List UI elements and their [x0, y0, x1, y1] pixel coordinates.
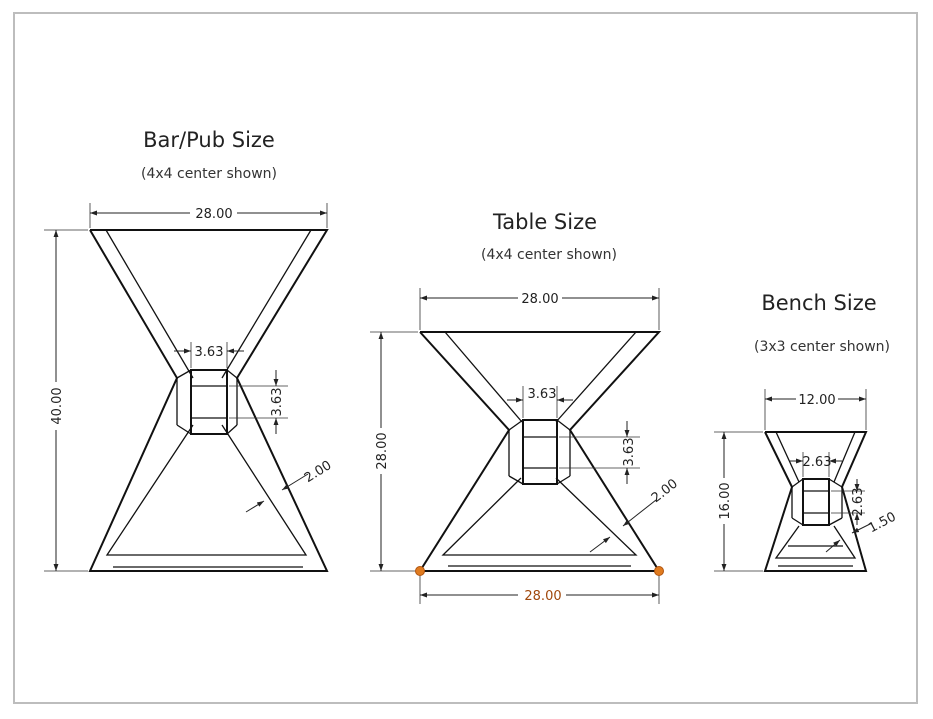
- drawing-sheet: [13, 12, 918, 704]
- bench-center-width-label: 2.63: [803, 455, 832, 470]
- selection-point-left[interactable]: [415, 566, 425, 576]
- bench-frame: [763, 431, 868, 572]
- table-tube-label: 2.00: [649, 476, 681, 506]
- table-dimensions: 28.00 28.00 3.63 3.63 2.00 28.00: [370, 288, 681, 604]
- bar-title: Bar/Pub Size: [143, 128, 275, 152]
- bench-subtitle: (3x3 center shown): [753, 339, 891, 355]
- bar-center-height-label: 3.63: [270, 388, 285, 417]
- bar-width-label: 28.00: [195, 207, 232, 222]
- table-width-label: 28.00: [521, 292, 558, 307]
- table-height-label: 28.00: [375, 432, 390, 469]
- bench-height-label: 16.00: [718, 482, 733, 519]
- bench-title: Bench Size: [761, 291, 877, 315]
- bench-width-label: 12.00: [798, 393, 835, 408]
- bar-tube-label: 2.00: [302, 458, 335, 486]
- table-center-width-label: 3.63: [528, 387, 557, 402]
- bench-center-height-label: 2.63: [851, 488, 866, 517]
- bar-dimensions: 28.00 40.00 3.63 3.63 2.00: [44, 203, 335, 572]
- table-center-height-label: 3.63: [622, 438, 637, 467]
- bench-dimensions: 12.00 16.00 2.63 2.63 1.50: [714, 389, 899, 572]
- table-subtitle: (4x4 center shown): [480, 247, 618, 263]
- table-title: Table Size: [492, 210, 598, 234]
- bar-height-label: 40.00: [50, 387, 65, 424]
- table-bottom-width-label: 28.00: [524, 589, 561, 604]
- bar-subtitle: (4x4 center shown): [140, 166, 278, 182]
- bench-tube-label: 1.50: [866, 509, 899, 536]
- bar-center-width-label: 3.63: [195, 345, 224, 360]
- selection-point-right[interactable]: [654, 566, 664, 576]
- bar-frame: [88, 229, 329, 572]
